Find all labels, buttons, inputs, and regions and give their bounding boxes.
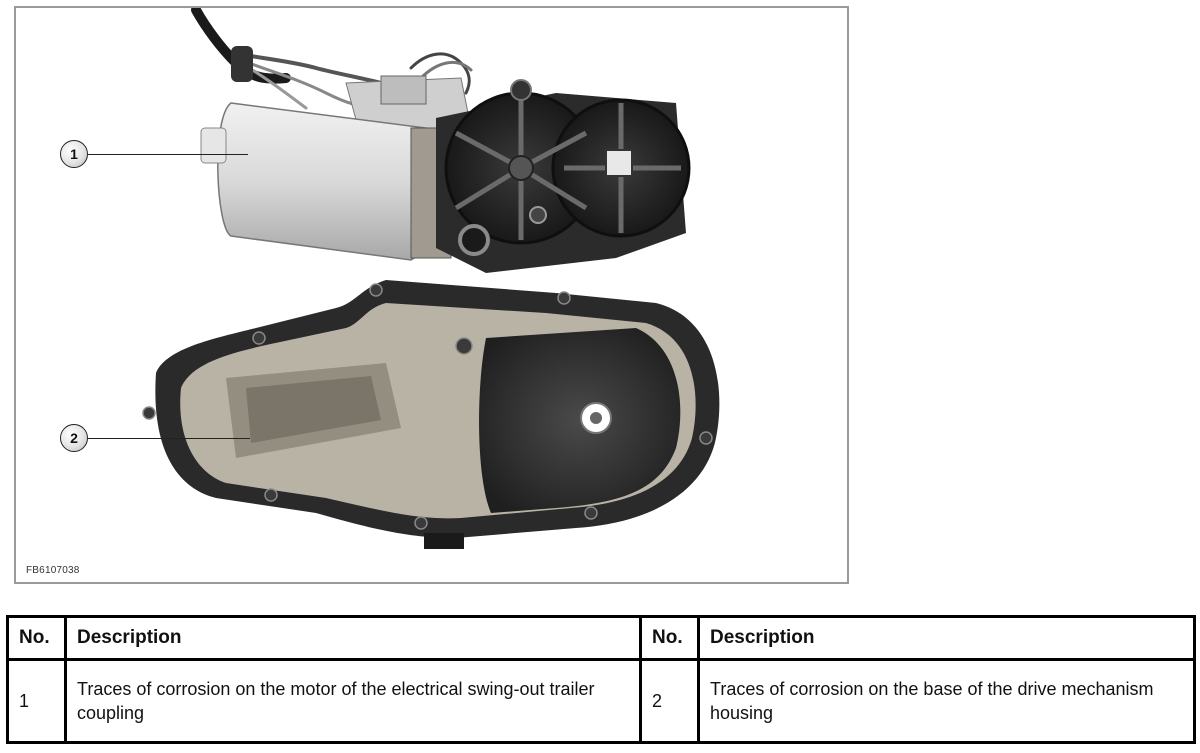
legend-header-row: No. Description No. Description <box>6 615 1196 661</box>
callout-2: 2 <box>60 424 88 452</box>
housing-base <box>142 280 720 549</box>
legend-table: No. Description No. Description 1 Traces… <box>6 615 1196 744</box>
header-no-1: No. <box>6 615 67 661</box>
motor-and-housing-illustration <box>142 8 720 549</box>
leader-line-2 <box>88 438 250 439</box>
table-row: 1 Traces of corrosion on the motor of th… <box>6 658 1196 744</box>
item-number-2: 2 <box>639 658 700 744</box>
item-description-2: Traces of corrosion on the base of the d… <box>697 658 1196 744</box>
figure-id: FB6107038 <box>26 565 80 576</box>
callout-1: 1 <box>60 140 88 168</box>
cable-bundle <box>191 8 473 110</box>
figure-photo: 1 2 FB6107038 <box>14 6 849 584</box>
item-description-1: Traces of corrosion on the motor of the … <box>64 658 642 744</box>
leader-line-1 <box>88 154 248 155</box>
motor-assembly <box>200 75 691 273</box>
header-no-2: No. <box>639 615 700 661</box>
item-number-1: 1 <box>6 658 67 744</box>
header-description-1: Description <box>64 615 642 661</box>
header-description-2: Description <box>697 615 1196 661</box>
